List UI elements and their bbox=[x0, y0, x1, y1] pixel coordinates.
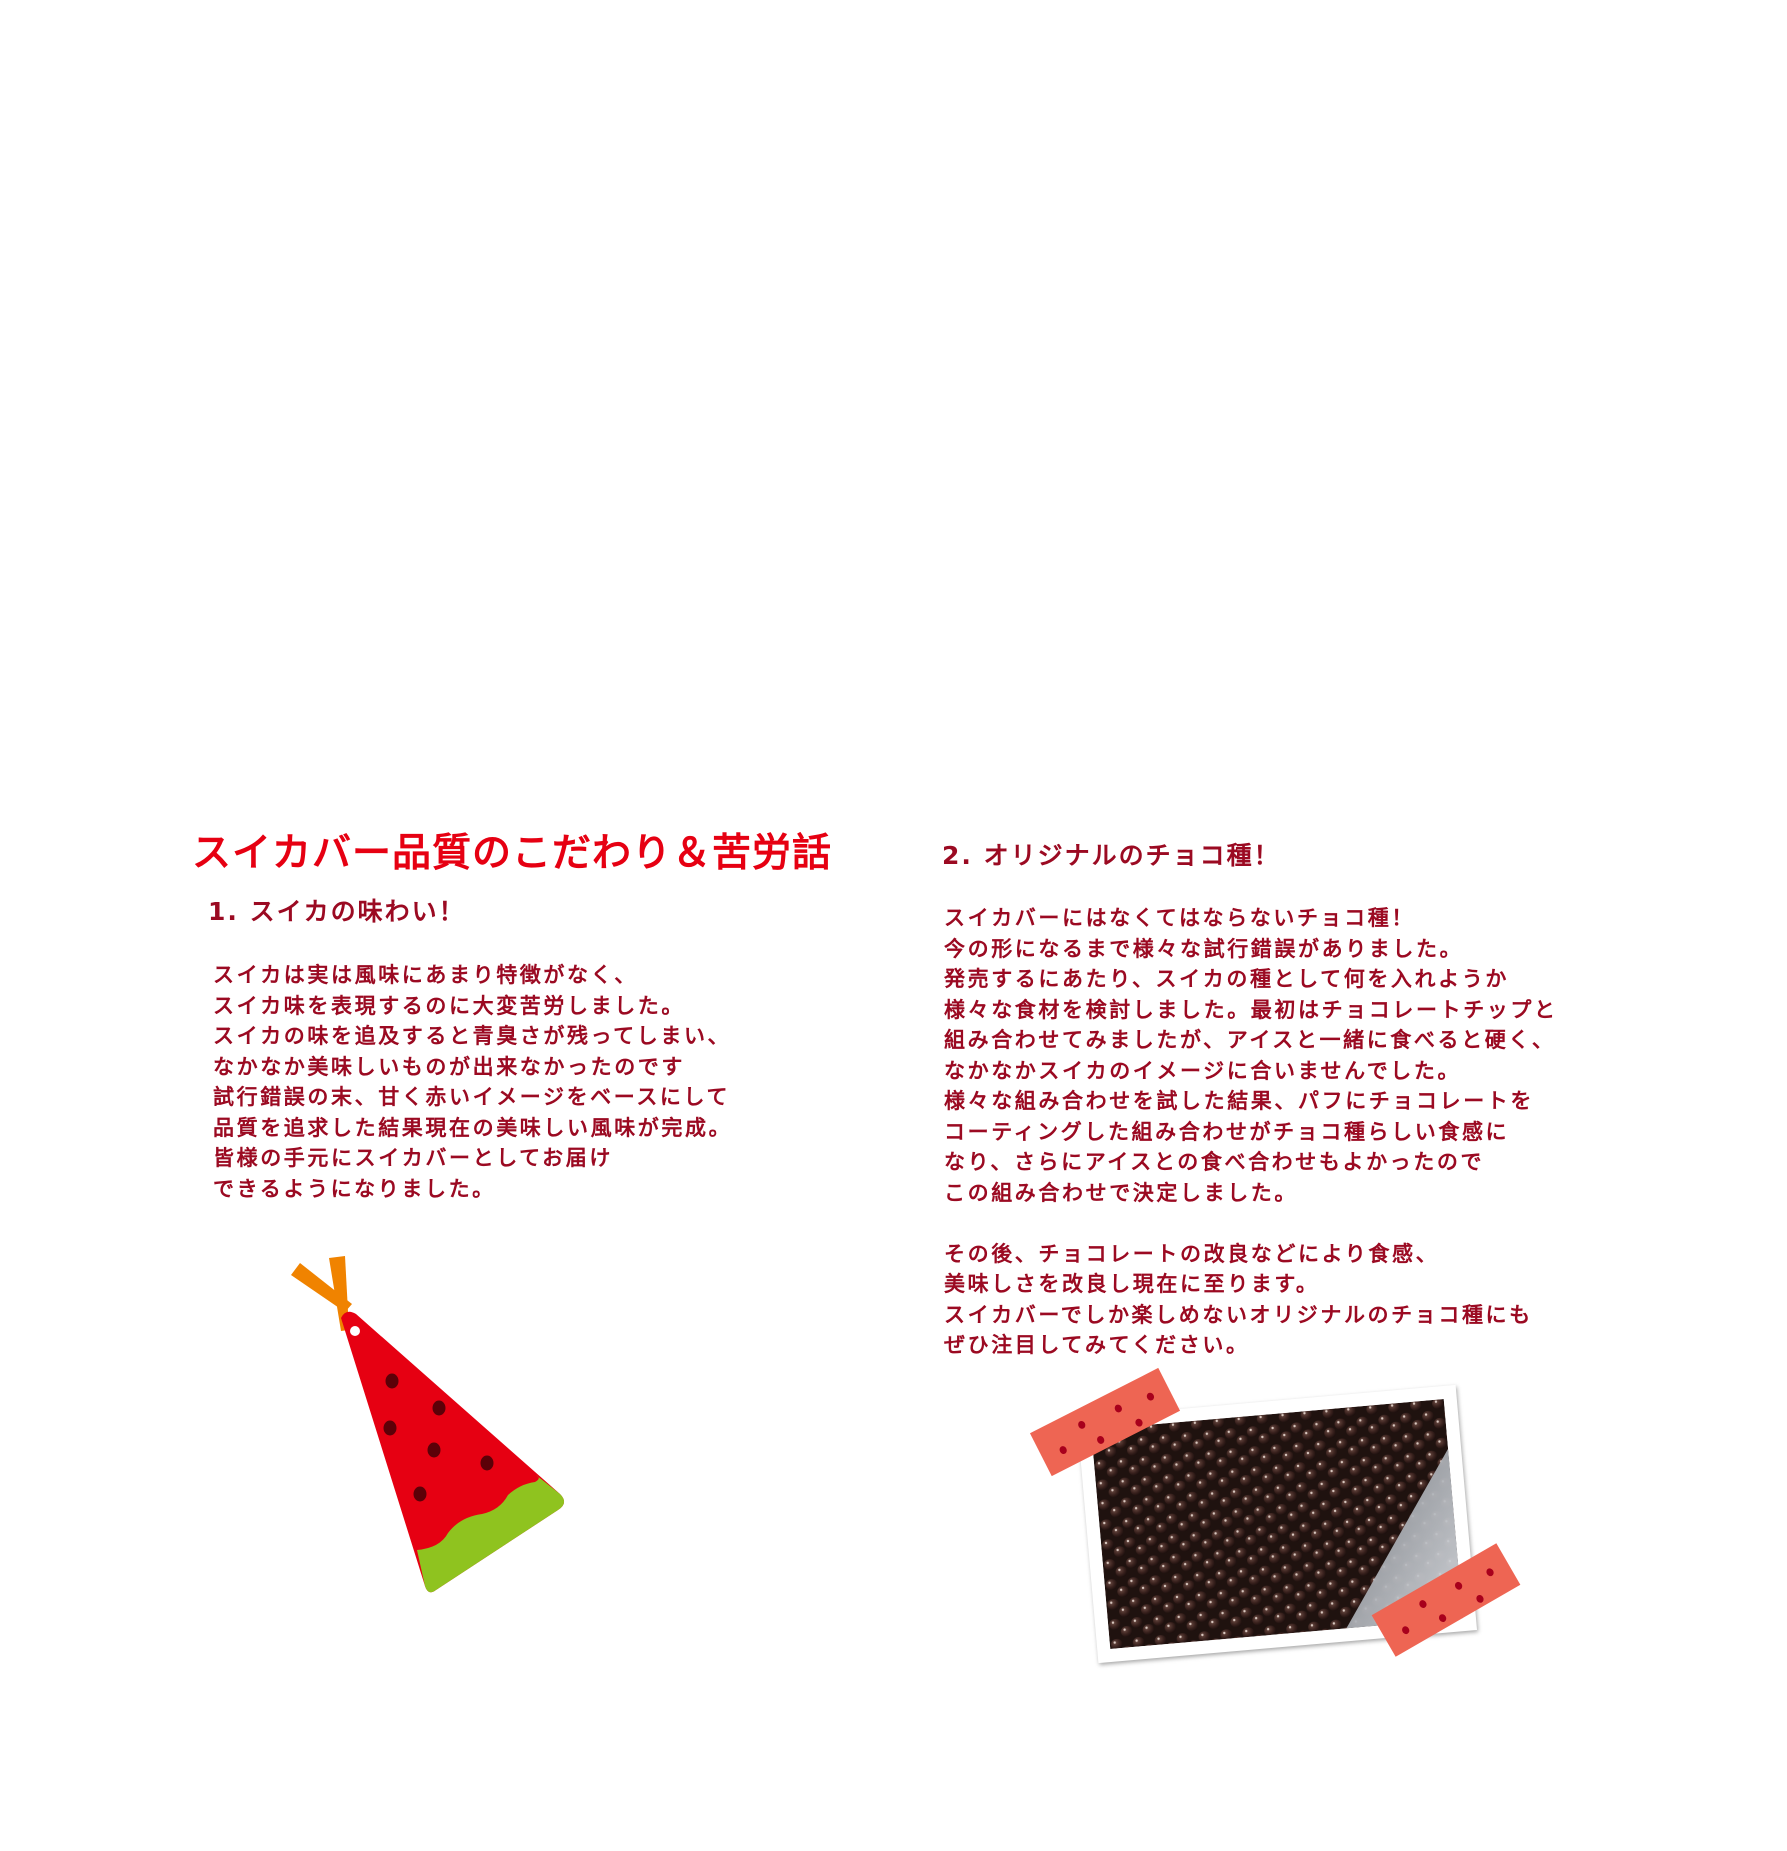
watermelon-tag-icon bbox=[291, 1256, 565, 1593]
body-line: 試行錯誤の末、甘く赤いイメージをベースにして bbox=[213, 1085, 731, 1109]
body-line: ぜひ注目してみてください。 bbox=[944, 1333, 1250, 1357]
body-line: 皆様の手元にスイカバーとしてお届け bbox=[213, 1146, 613, 1170]
section1-heading-text: 1. スイカの味わい！ bbox=[208, 897, 466, 926]
body-line: コーティングした組み合わせがチョコ種らしい食感に bbox=[944, 1119, 1510, 1144]
page-title: スイカバー品質のこだわり＆苦労話 bbox=[192, 831, 833, 876]
body-line: スイカの味を追及すると青臭さが残ってしまい、 bbox=[213, 1024, 732, 1048]
body-line: 品質を追求した結果現在の美味しい風味が完成。 bbox=[213, 1115, 733, 1140]
body-line: 発売するにあたり、スイカの種として何を入れようか bbox=[944, 967, 1509, 991]
body-line: できるようになりました。 bbox=[213, 1176, 496, 1201]
body-line: この組み合わせで決定しました。 bbox=[944, 1180, 1298, 1205]
body-line: 様々な食材を検討しました。最初はチョコレートチップと bbox=[944, 997, 1558, 1022]
body-line: なかなかスイカのイメージに合いませんでした。 bbox=[944, 1058, 1462, 1083]
body-line: なり、さらにアイスとの食べ合わせもよかったので bbox=[944, 1150, 1485, 1174]
body-line: 様々な組み合わせを試した結果、パフにチョコレートを bbox=[944, 1089, 1534, 1113]
body-line: スイカバーでしか楽しめないオリジナルのチョコ種にも bbox=[944, 1302, 1533, 1327]
tape-bottom-right bbox=[1371, 1543, 1521, 1657]
body-line: その後、チョコレートの改良などにより食感、 bbox=[944, 1241, 1440, 1266]
melon-seeds bbox=[383, 1373, 494, 1502]
tag-hole bbox=[350, 1326, 360, 1336]
body-line: 組み合わせてみましたが、アイスと一緒に食べると硬く、 bbox=[944, 1028, 1556, 1052]
section1-body: スイカは実は風味にあまり特徴がなく、 スイカ味を表現するのに大変苦労しました。 … bbox=[213, 960, 732, 1204]
body-line: スイカ味を表現するのに大変苦労しました。 bbox=[213, 993, 685, 1018]
body-line: スイカは実は風味にあまり特徴がなく、 bbox=[213, 963, 638, 987]
ribbon-right bbox=[329, 1256, 349, 1331]
melon-rind bbox=[417, 1475, 565, 1593]
section2-body: スイカバーにはなくてはならないチョコ種！ 今の形になるまで様々な試行錯誤がありま… bbox=[944, 903, 1558, 1361]
body-line: 美味しさを改良し現在に至ります。 bbox=[944, 1272, 1320, 1296]
body-line: 今の形になるまで様々な試行錯誤がありました。 bbox=[944, 936, 1464, 961]
body-line: なかなか美味しいものが出来なかったのです bbox=[213, 1054, 685, 1079]
chocolate-seeds-photo bbox=[1077, 1384, 1477, 1664]
section2-heading-text: 2. オリジナルのチョコ種！ bbox=[942, 841, 1281, 870]
body-line: スイカバーにはなくてはならないチョコ種！ bbox=[944, 906, 1415, 930]
tape-top-left bbox=[1029, 1367, 1181, 1477]
